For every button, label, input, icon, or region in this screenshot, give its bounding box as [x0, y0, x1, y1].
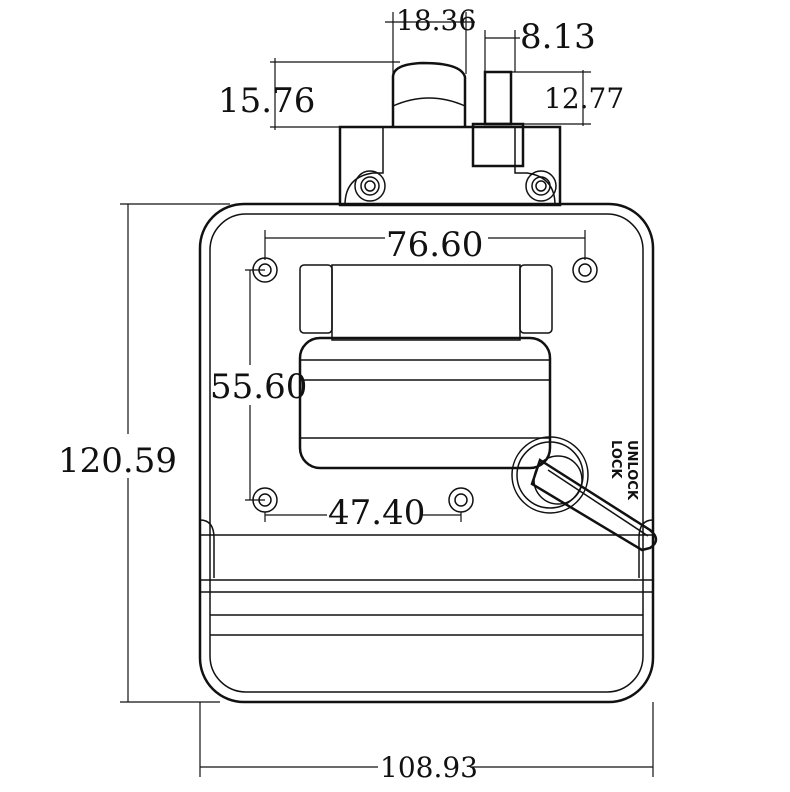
dim-overall-width: 108.93	[199, 702, 654, 784]
dim-overall-height: 120.59	[58, 203, 230, 703]
dim-cylinder-height: 12.77	[511, 70, 624, 126]
unlock-label: UNLOCK	[624, 440, 639, 501]
handle-top	[391, 61, 467, 127]
svg-text:8.13: 8.13	[520, 17, 596, 57]
top-mount	[338, 125, 562, 207]
svg-text:108.93: 108.93	[380, 751, 478, 784]
dim-hole-spacing-bottom: 47.40	[264, 493, 462, 533]
dim-handle-width: 18.36	[385, 4, 476, 74]
paddle-handle	[298, 264, 553, 470]
svg-text:55.60: 55.60	[210, 367, 307, 407]
svg-text:47.40: 47.40	[328, 493, 425, 533]
key-cylinder	[471, 70, 525, 168]
lock-label: LOCK	[608, 440, 623, 479]
key-lock: LOCK UNLOCK	[511, 436, 658, 552]
svg-text:76.60: 76.60	[386, 225, 483, 265]
svg-text:12.77: 12.77	[544, 82, 624, 115]
dim-hole-spacing-vertical: 55.60	[210, 269, 307, 501]
dim-cylinder-width: 8.13	[484, 17, 596, 72]
dim-handle-height: 15.76	[218, 58, 400, 130]
svg-text:18.36: 18.36	[396, 4, 476, 37]
main-body	[198, 202, 655, 704]
svg-text:120.59: 120.59	[58, 441, 177, 481]
svg-text:15.76: 15.76	[218, 81, 315, 121]
dim-hole-spacing-top: 76.60	[264, 225, 586, 265]
